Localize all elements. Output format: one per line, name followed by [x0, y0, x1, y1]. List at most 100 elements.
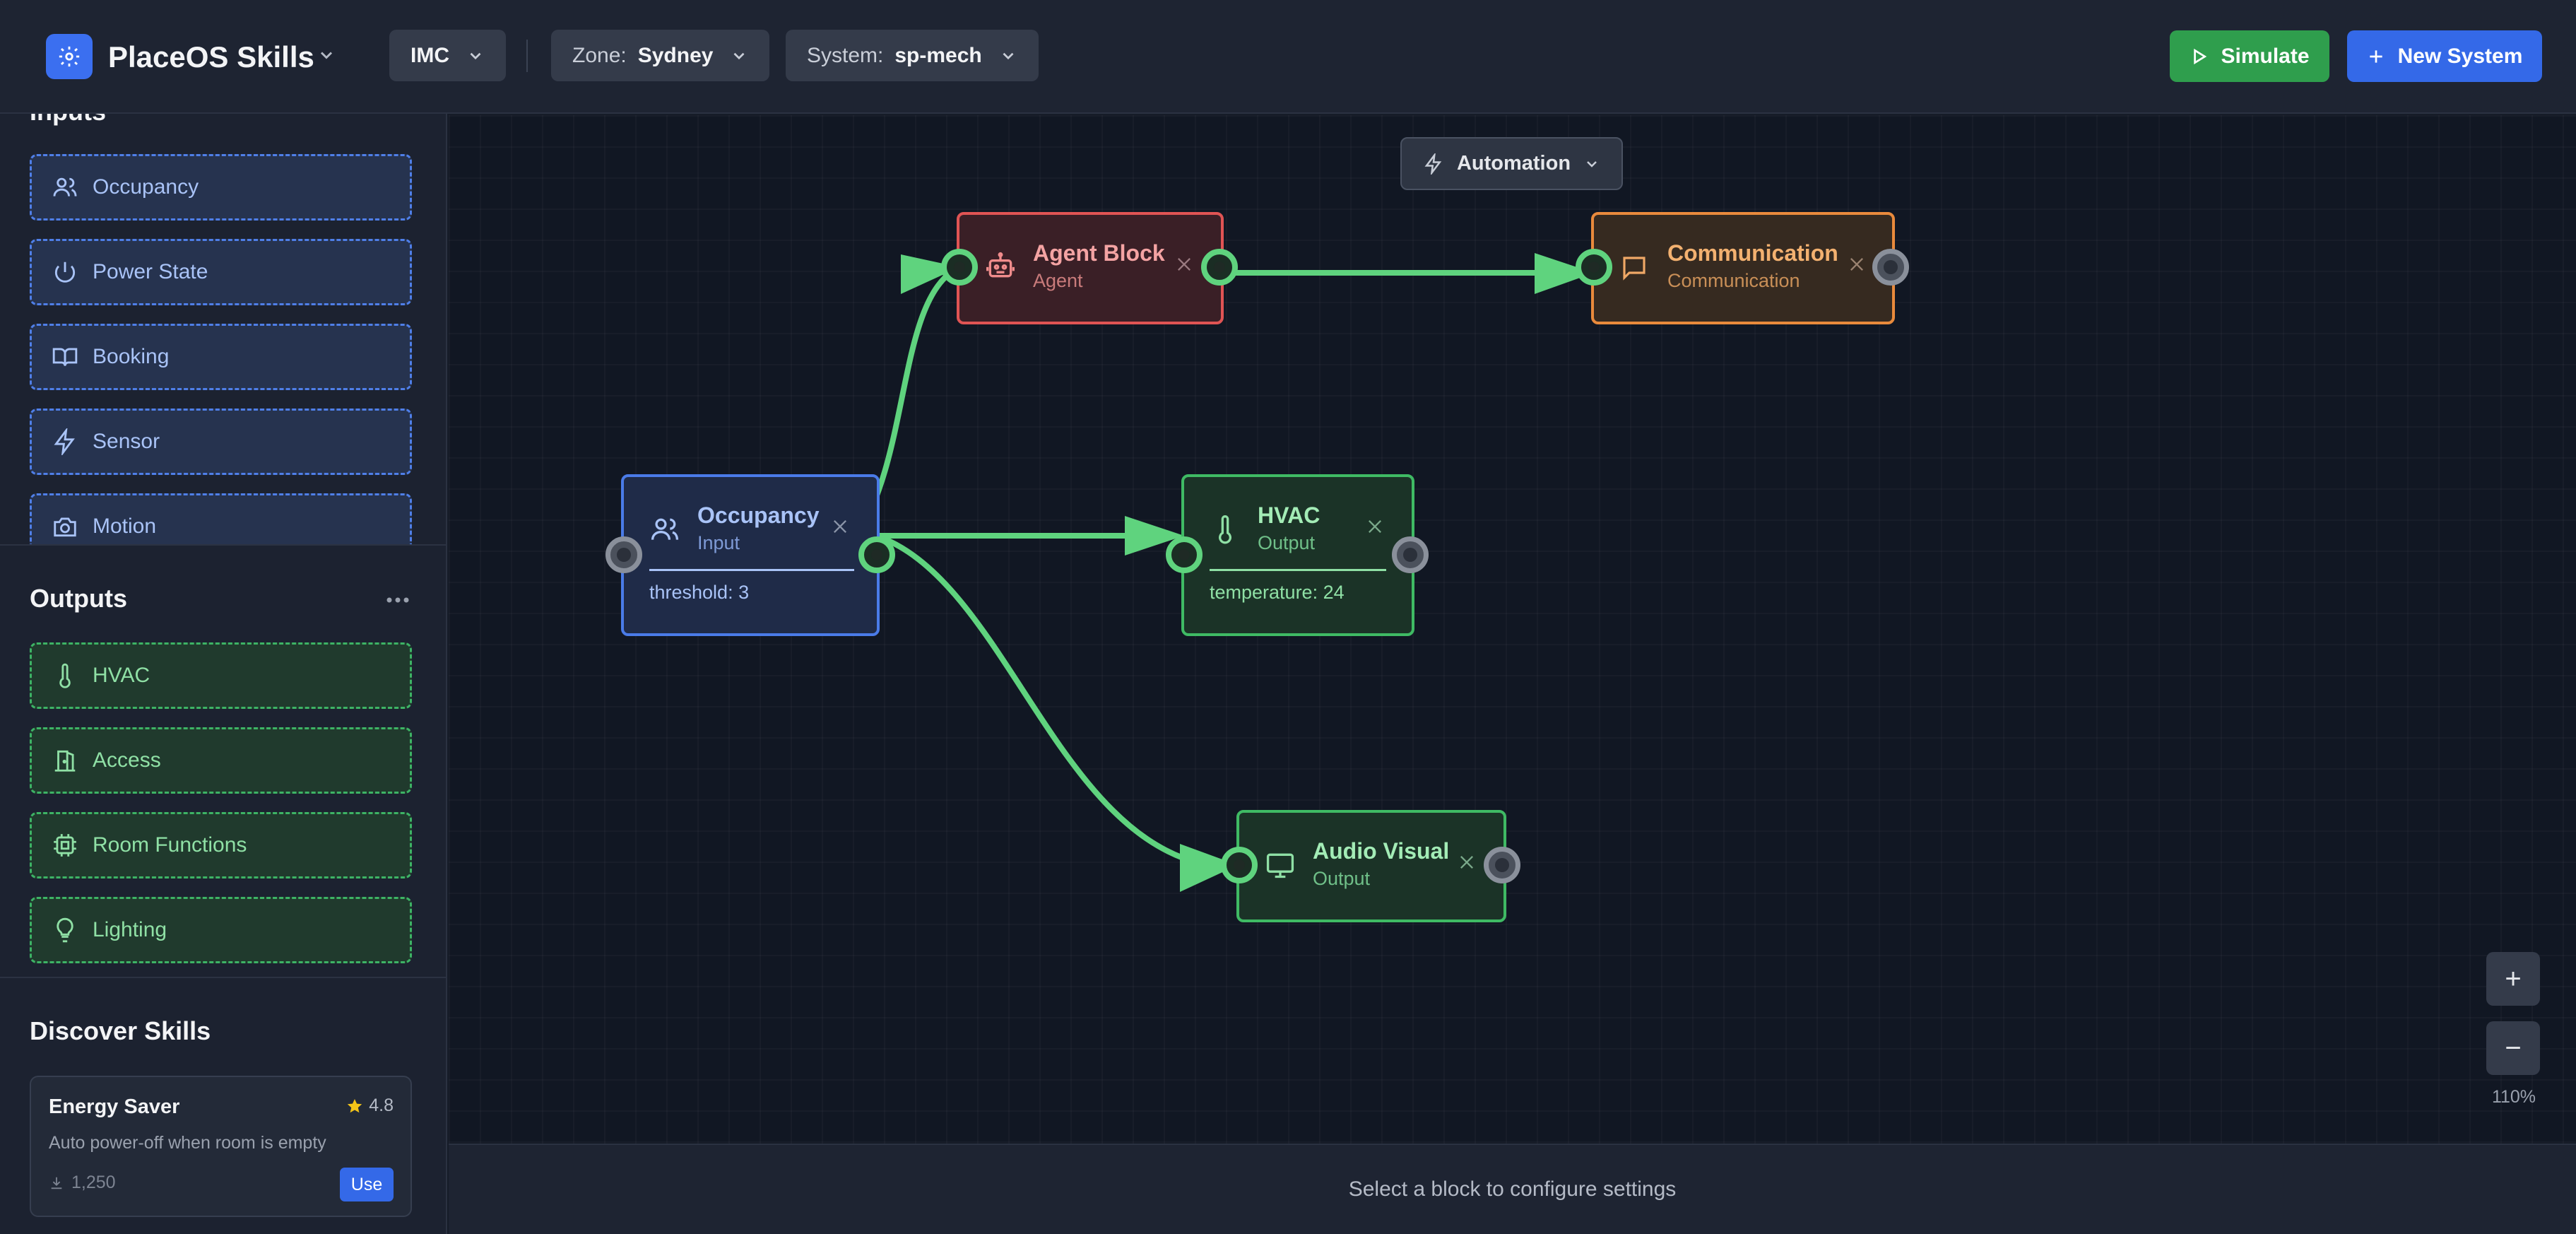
sidebar-item-lighting[interactable]: Lighting [30, 897, 412, 963]
zoom-out-button[interactable]: − [2486, 1021, 2540, 1075]
zoom-level: 110% [2491, 1087, 2536, 1107]
zoom-in-button[interactable]: + [2486, 952, 2540, 1006]
system-selector[interactable]: System: sp-mech [786, 30, 1039, 81]
node-communication[interactable]: Communication Communication [1591, 212, 1895, 324]
port-agent-in[interactable] [941, 249, 978, 286]
robot-icon [986, 252, 1015, 278]
port-communication-out[interactable] [1872, 249, 1909, 286]
port-hvac-in[interactable] [1166, 536, 1203, 573]
thermometer-icon [59, 663, 71, 688]
node-agent-block[interactable]: Agent Block Agent [957, 212, 1224, 324]
new-system-button[interactable]: New System [2347, 30, 2542, 82]
skill-description: Auto power-off when room is empty [49, 1133, 326, 1153]
org-selector[interactable]: IMC [389, 30, 506, 81]
close-icon[interactable] [1174, 254, 1194, 274]
sidebar-item-room-functions[interactable]: Room Functions [30, 812, 412, 879]
node-title: HVAC [1258, 503, 1321, 528]
users-icon [651, 518, 679, 540]
outputs-section-title: Outputs [30, 584, 127, 613]
system-label: System: [807, 43, 884, 67]
book-icon [52, 348, 78, 366]
node-separator [1210, 569, 1386, 571]
sidebar: Inputs Occupancy Power State Booking Sen… [0, 114, 447, 1234]
node-hvac[interactable]: HVAC Output temperature: 24 [1181, 474, 1414, 636]
cpu-icon [54, 834, 76, 857]
sidebar-item-occupancy[interactable]: Occupancy [30, 154, 412, 221]
close-icon[interactable] [1365, 517, 1385, 536]
bolt-icon [1424, 153, 1442, 175]
node-param: threshold: 3 [649, 582, 750, 603]
new-system-label: New System [2397, 44, 2523, 68]
app-title: PlaceOS Skills [108, 40, 314, 74]
camera-icon [54, 517, 76, 537]
sidebar-item-label: Booking [93, 345, 170, 368]
close-icon[interactable] [830, 517, 850, 536]
close-icon[interactable] [1847, 254, 1867, 274]
star-icon [348, 1098, 362, 1112]
skill-card[interactable]: Energy Saver 4.8 Auto power-off when roo… [30, 1076, 412, 1217]
node-separator [649, 569, 854, 571]
sidebar-item-label: Occupancy [93, 175, 199, 199]
node-title: Occupancy [697, 503, 820, 528]
zone-selector[interactable]: Zone: Sydney [551, 30, 770, 81]
thermometer-icon [1219, 515, 1231, 544]
skill-rating: 4.8 [346, 1095, 394, 1116]
zone-label: Zone: [572, 43, 627, 67]
node-audio-visual[interactable]: Audio Visual Output [1236, 810, 1506, 922]
node-type: Communication [1667, 270, 1800, 291]
chevron-down-icon [1003, 52, 1014, 59]
node-type: Output [1313, 868, 1371, 889]
sidebar-item-power-state[interactable]: Power State [30, 239, 412, 305]
sidebar-item-label: Access [93, 748, 161, 772]
port-audio-visual-out[interactable] [1484, 847, 1520, 883]
skill-title: Energy Saver [49, 1095, 180, 1118]
sidebar-item-label: Power State [93, 260, 208, 283]
door-icon [54, 750, 76, 772]
chevron-down-icon[interactable] [317, 45, 336, 65]
node-title: Agent Block [1033, 240, 1165, 266]
header-divider [526, 40, 528, 72]
gear-icon [59, 46, 80, 67]
users-icon [53, 177, 77, 196]
node-title: Communication [1667, 240, 1838, 266]
zone-value: Sydney [637, 43, 714, 67]
port-communication-in[interactable] [1576, 249, 1612, 286]
skill-rating-value: 4.8 [369, 1095, 394, 1115]
lightbulb-icon [57, 917, 73, 943]
section-divider [0, 544, 446, 546]
sidebar-item-label: HVAC [93, 664, 150, 687]
chevron-down-icon [733, 52, 745, 59]
automation-mode-selector[interactable]: Automation [1400, 137, 1623, 190]
settings-panel: Select a block to configure settings [449, 1144, 2576, 1234]
port-occupancy-in[interactable] [605, 536, 642, 573]
skill-downloads: 1,250 [49, 1173, 116, 1193]
settings-hint: Select a block to configure settings [1348, 1177, 1677, 1201]
port-hvac-out[interactable] [1392, 536, 1429, 573]
port-occupancy-out[interactable] [858, 536, 895, 573]
chevron-down-icon [1587, 160, 1597, 168]
port-audio-visual-in[interactable] [1221, 847, 1258, 883]
sidebar-item-booking[interactable]: Booking [30, 324, 412, 390]
plus-icon [2369, 49, 2382, 63]
top-bar: PlaceOS Skills IMC Zone: Sydney System: … [0, 0, 2576, 114]
power-icon [54, 262, 76, 283]
automation-label: Automation [1456, 152, 1571, 175]
discover-section-title: Discover Skills [30, 1016, 211, 1045]
sidebar-item-access[interactable]: Access [30, 727, 412, 794]
skill-downloads-value: 1,250 [71, 1173, 116, 1192]
simulate-label: Simulate [2221, 44, 2310, 68]
sidebar-item-hvac[interactable]: HVAC [30, 642, 412, 709]
message-icon [1623, 257, 1646, 281]
close-icon[interactable] [1457, 852, 1477, 872]
simulate-button[interactable]: Simulate [2170, 30, 2329, 82]
more-options-icon[interactable] [385, 596, 410, 604]
system-value: sp-mech [894, 43, 982, 67]
use-skill-button[interactable]: Use [340, 1168, 394, 1201]
monitor-icon [1266, 853, 1294, 879]
sidebar-item-label: Room Functions [93, 833, 247, 857]
sidebar-item-label: Sensor [93, 430, 160, 453]
sidebar-item-sensor[interactable]: Sensor [30, 409, 412, 475]
port-agent-out[interactable] [1201, 249, 1238, 286]
node-occupancy[interactable]: Occupancy Input threshold: 3 [621, 474, 880, 636]
sidebar-item-label: Lighting [93, 918, 167, 941]
